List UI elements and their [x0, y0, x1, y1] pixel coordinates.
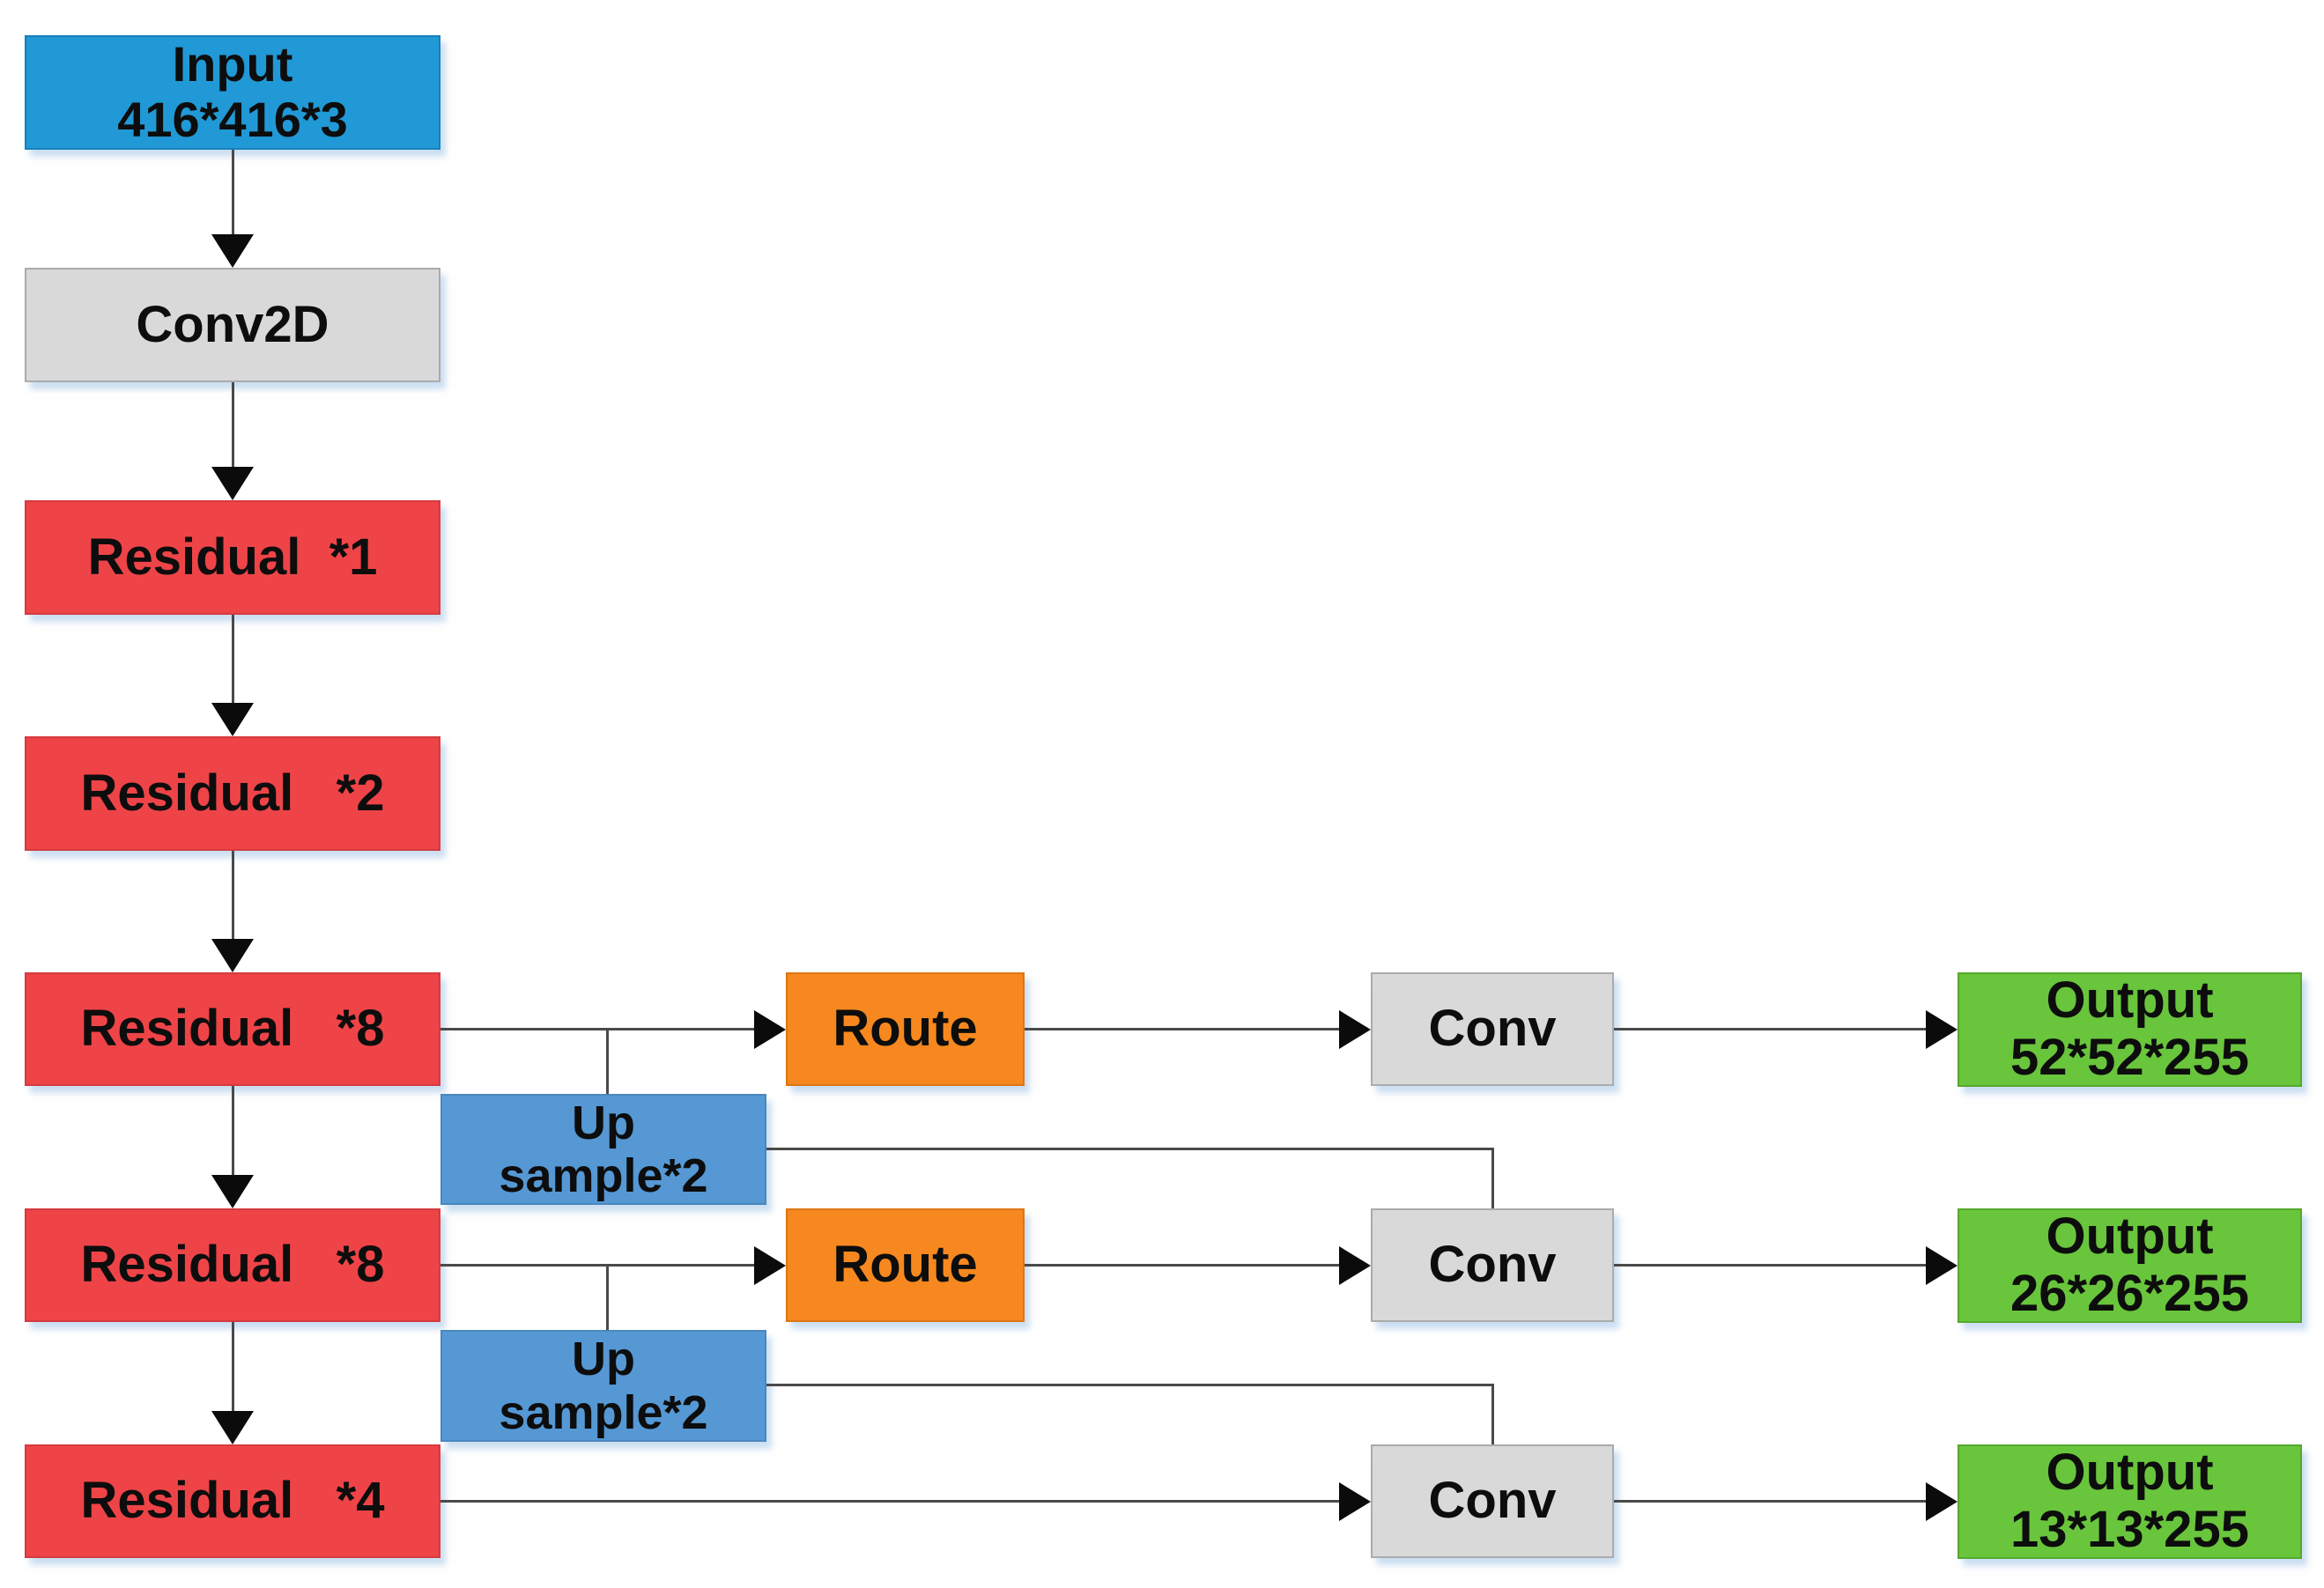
- node-residual-x4-label: Residual *4: [80, 1472, 385, 1530]
- node-conv-3-label: Conv: [1428, 1472, 1557, 1530]
- node-residual-x8-second: Residual *8: [25, 1208, 440, 1322]
- edge-conv2d-residual1-arrowhead-icon: [211, 467, 254, 500]
- node-residual-x2-label: Residual *2: [80, 764, 385, 822]
- edge-residual8b-residual4-line: [232, 1322, 234, 1411]
- node-conv-1-label: Conv: [1428, 1000, 1557, 1058]
- connector-upsample1-junction-line: [606, 1029, 609, 1094]
- edge-residual2-residual8a-line: [232, 851, 234, 939]
- edge-route1-conv1-line: [1025, 1028, 1339, 1030]
- node-upsample-2-line2: sample*2: [499, 1385, 708, 1439]
- edge-residual8b-residual4-arrowhead-icon: [211, 1411, 254, 1444]
- edge-residual4-conv3-arrowhead-icon: [1339, 1482, 1371, 1521]
- edge-residual8a-residual8b-line: [232, 1086, 234, 1175]
- edge-route2-conv2-arrowhead-icon: [1339, 1246, 1371, 1285]
- connector-upsample1-conv2-horizontal-line: [766, 1148, 1494, 1150]
- node-residual-x4: Residual *4: [25, 1444, 440, 1558]
- node-input-shape: 416*416*3: [117, 92, 348, 147]
- node-residual-x2: Residual *2: [25, 736, 440, 851]
- node-output-52: Output 52*52*255: [1958, 971, 2302, 1087]
- edge-route2-conv2-line: [1025, 1264, 1339, 1267]
- edge-residual8a-route1-line: [440, 1028, 754, 1030]
- node-conv2d: Conv2D: [25, 268, 440, 382]
- node-residual-x8-first: Residual *8: [25, 972, 440, 1086]
- edge-conv1-output1-arrowhead-icon: [1926, 1010, 1958, 1049]
- connector-upsample2-conv3-horizontal-line: [766, 1384, 1494, 1386]
- node-residual-x8-first-label: Residual *8: [80, 1000, 385, 1058]
- node-output-26-title: Output: [2046, 1208, 2214, 1266]
- edge-residual8a-route1-arrowhead-icon: [754, 1010, 786, 1049]
- node-conv2d-label: Conv2D: [136, 295, 329, 353]
- node-conv-2: Conv: [1371, 1208, 1614, 1322]
- node-route-1-label: Route: [833, 1000, 978, 1058]
- node-route-1: Route: [786, 972, 1025, 1086]
- node-upsample-2-line1: Up: [572, 1333, 635, 1386]
- edge-residual2-residual8a-arrowhead-icon: [211, 939, 254, 972]
- edge-residual1-residual2-line: [232, 615, 234, 703]
- edge-residual1-residual2-arrowhead-icon: [211, 703, 254, 736]
- connector-upsample2-conv3-vertical-line: [1491, 1384, 1494, 1444]
- node-output-13-title: Output: [2046, 1444, 2214, 1502]
- edge-conv3-output3-line: [1614, 1500, 1926, 1503]
- edge-residual4-conv3-line: [440, 1500, 1339, 1503]
- node-input: Input 416*416*3: [25, 35, 440, 150]
- connector-upsample2-junction-line: [606, 1265, 609, 1330]
- edge-conv1-output1-line: [1614, 1028, 1926, 1030]
- node-upsample-2: Up sample*2: [440, 1330, 766, 1442]
- edge-residual8b-route2-arrowhead-icon: [754, 1246, 786, 1285]
- node-output-26: Output 26*26*255: [1958, 1208, 2302, 1323]
- edge-conv2d-residual1-line: [232, 382, 234, 467]
- edge-residual8b-route2-line: [440, 1264, 754, 1267]
- node-conv-2-label: Conv: [1428, 1236, 1557, 1294]
- node-output-52-shape: 52*52*255: [2010, 1029, 2249, 1086]
- node-route-2: Route: [786, 1208, 1025, 1322]
- edge-conv3-output3-arrowhead-icon: [1926, 1482, 1958, 1521]
- node-conv-1: Conv: [1371, 972, 1614, 1086]
- connector-upsample1-conv2-vertical-line: [1491, 1148, 1494, 1208]
- node-upsample-1-line1: Up: [572, 1096, 635, 1149]
- node-residual-x1-label: Residual *1: [87, 528, 378, 586]
- node-output-13-shape: 13*13*255: [2010, 1501, 2249, 1558]
- edge-route1-conv1-arrowhead-icon: [1339, 1010, 1371, 1049]
- edge-input-conv2d-arrowhead-icon: [211, 234, 254, 268]
- node-route-2-label: Route: [833, 1236, 978, 1294]
- edge-conv2-output2-line: [1614, 1264, 1926, 1267]
- node-residual-x8-second-label: Residual *8: [80, 1236, 385, 1294]
- node-residual-x1: Residual *1: [25, 500, 440, 615]
- node-conv-3: Conv: [1371, 1444, 1614, 1558]
- node-upsample-1: Up sample*2: [440, 1094, 766, 1205]
- edge-residual8a-residual8b-arrowhead-icon: [211, 1175, 254, 1208]
- node-output-13: Output 13*13*255: [1958, 1444, 2302, 1559]
- edge-conv2-output2-arrowhead-icon: [1926, 1246, 1958, 1285]
- node-upsample-1-line2: sample*2: [499, 1149, 708, 1202]
- node-input-title: Input: [172, 36, 293, 92]
- node-output-52-title: Output: [2046, 971, 2214, 1030]
- edge-input-conv2d-line: [232, 150, 234, 234]
- node-output-26-shape: 26*26*255: [2010, 1265, 2249, 1322]
